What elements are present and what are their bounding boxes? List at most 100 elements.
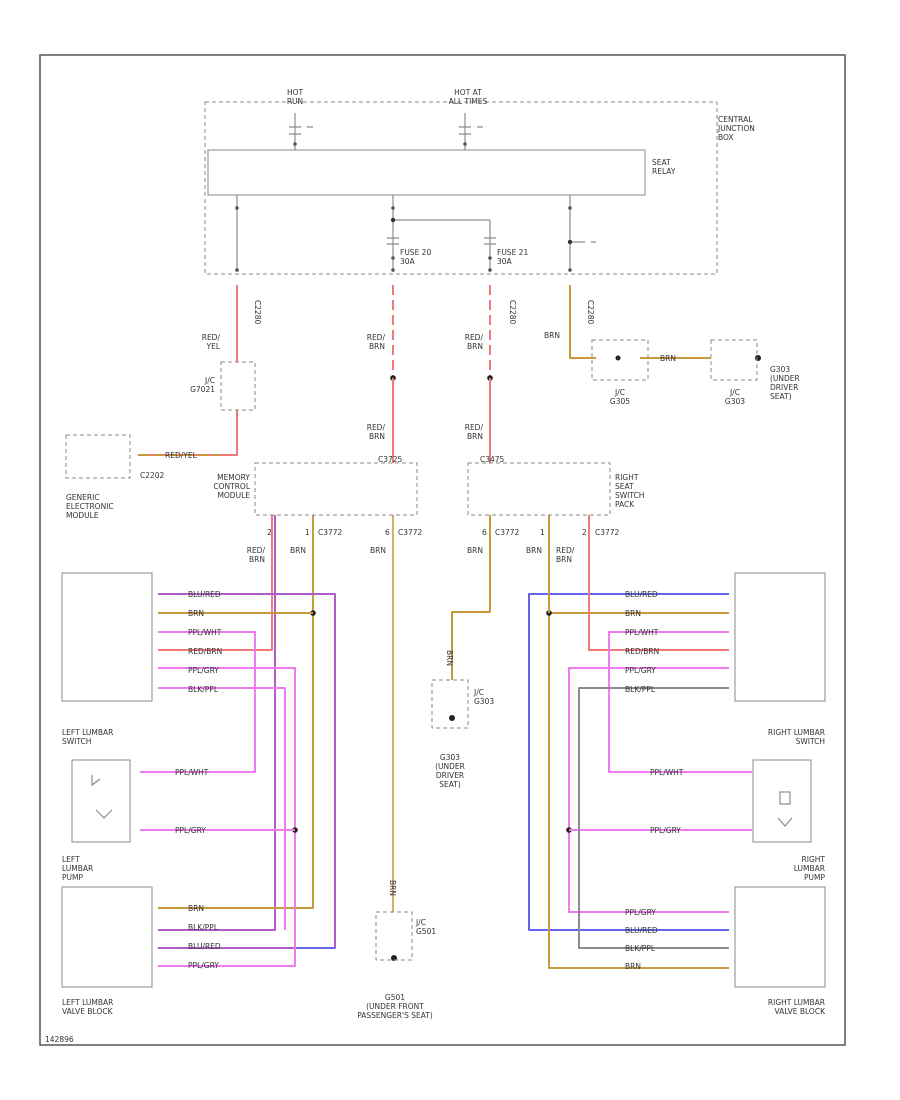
wire-label-brn-g501: BRN <box>388 880 397 896</box>
wire-mcm-blu <box>158 593 336 949</box>
wire-left-blk-ppl <box>158 687 286 930</box>
jc-g303-top <box>710 339 758 381</box>
wire-label-red-brn-2: RED/BRN <box>465 333 484 351</box>
right-switch-wire-1: BRN <box>625 609 641 618</box>
wire-r-ppl-wht <box>608 631 752 773</box>
wire-brn-top <box>569 285 596 359</box>
right-switch-wire-3: RED/BRN <box>625 647 659 656</box>
left-lumbar-valve-block <box>61 886 153 988</box>
label-c2280-b: C2280 <box>508 300 517 325</box>
pin-rsw-r2: 2 <box>582 528 587 537</box>
wire-mcm-red <box>158 515 273 651</box>
label-c3772-d: C3772 <box>595 528 620 537</box>
right-lumbar-valve-block <box>734 886 826 988</box>
jc-g303-dot <box>755 355 761 361</box>
left-pump-wire-1: PPL/GRY <box>175 826 206 835</box>
jc-g303-mid-dot <box>449 715 455 721</box>
right-switch-wire-2: PPL/WHT <box>625 628 659 637</box>
jc-g7021 <box>220 361 256 411</box>
pin-mcm-l1: 2 <box>267 528 272 537</box>
left-valve-wire-2: BLU/RED <box>188 942 221 951</box>
wire-label-red-yel: RED/YEL <box>202 333 221 351</box>
seat-relay <box>207 149 646 196</box>
right-lumbar-pump <box>752 759 812 843</box>
left-valve-wire-0: BRN <box>188 904 204 913</box>
wire-r-red-brn <box>588 515 729 651</box>
central-junction-box <box>204 101 718 275</box>
wire-label-red-brn-r: RED/BRN <box>556 546 575 564</box>
wire-r-brn <box>548 612 729 969</box>
pin-mcm-l2: 1 <box>305 528 310 537</box>
left-pump-motor-icon <box>91 775 113 819</box>
wire-label-brn-c: BRN <box>370 546 386 555</box>
left-switch-wire-3: RED/BRN <box>188 647 222 656</box>
wire-label-red-brn-3: RED/BRN <box>367 423 386 441</box>
wire-layer <box>138 285 761 969</box>
left-lumbar-switch <box>61 572 153 702</box>
wire-left-ppl-gry <box>158 667 296 967</box>
right-valve-wire-1: BLU/RED <box>625 926 658 935</box>
label-c2280-c: C2280 <box>586 300 595 325</box>
wire-r-ppl-gry <box>568 667 729 913</box>
wire-label-red-brn-4: RED/BRN <box>465 423 484 441</box>
pin-rsw-c: 6 <box>482 528 487 537</box>
right-switch-wire-0: BLU/RED <box>625 590 658 599</box>
generic-electronic-module <box>65 434 131 479</box>
wire-label-brn-jc: BRN <box>660 354 676 363</box>
wire-label-brn-l: BRN <box>290 546 306 555</box>
wire-label-brn-top: BRN <box>544 331 560 340</box>
label-rsw-conn: C3475 <box>480 455 505 464</box>
wire-label-red-brn-l: RED/BRN <box>247 546 266 564</box>
left-switch-wire-2: PPL/WHT <box>188 628 222 637</box>
right-switch-wire-4: PPL/GRY <box>625 666 656 675</box>
right-valve-wire-3: BRN <box>625 962 641 971</box>
label-c3772-a: C3772 <box>318 528 343 537</box>
label-mcm-conn: C3725 <box>378 455 403 464</box>
right-valve-wire-2: BLK/PPL <box>625 944 656 953</box>
label-footer: 142896 <box>45 1035 74 1044</box>
label-c3772-b: C3772 <box>398 528 423 537</box>
wire-label-brn-c2: BRN <box>467 546 483 555</box>
wire-mcm-brn <box>158 515 314 909</box>
left-pump-wire-0: PPL/WHT <box>175 768 209 777</box>
right-pump-wire-1: PPL/GRY <box>650 826 681 835</box>
memory-control-module <box>254 462 418 516</box>
pin-mcm-c: 6 <box>385 528 390 537</box>
right-lumbar-switch <box>734 572 826 702</box>
right-valve-wire-0: PPL/GRY <box>625 908 656 917</box>
jc-g305-dot <box>615 355 621 361</box>
jc-g501 <box>375 911 413 961</box>
wire-center-brn2 <box>451 515 491 680</box>
jc-g305 <box>591 339 649 381</box>
wire-label-brn-r: BRN <box>526 546 542 555</box>
left-switch-wire-1: BRN <box>188 609 204 618</box>
label-c2202: C2202 <box>140 471 165 480</box>
wire-r-blu <box>528 593 729 931</box>
wire-label-red-brn-1: RED/BRN <box>367 333 386 351</box>
wire-red-yel-b <box>138 410 238 456</box>
wire-mcm-red-brn <box>158 515 276 931</box>
left-valve-wire-1: BLK/PPL <box>188 923 219 932</box>
right-switch-wire-5: BLK/PPL <box>625 685 656 694</box>
label-c2280-a: C2280 <box>253 300 262 325</box>
